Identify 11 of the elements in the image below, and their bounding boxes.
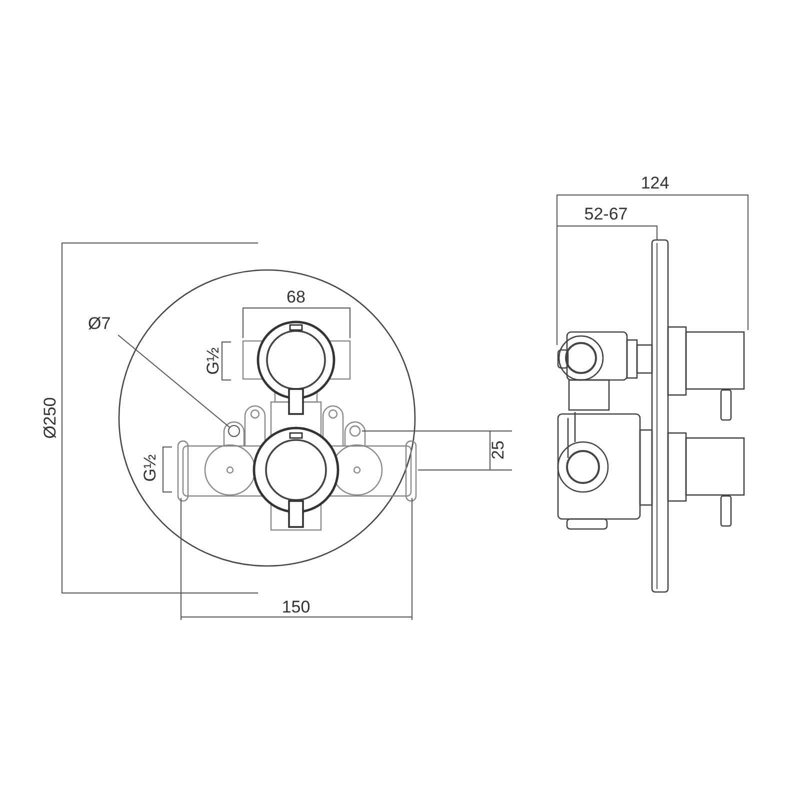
dimension-label: 124 — [640, 174, 670, 192]
dimension-label: G½ — [142, 454, 158, 482]
dimension-label: Ø250 — [42, 397, 58, 439]
dimension-label: 25 — [490, 440, 506, 460]
leader-line — [118, 334, 230, 428]
screw-hole — [228, 425, 240, 437]
dimension-label: G½ — [204, 347, 222, 375]
callout-label: Ø7 — [88, 315, 111, 332]
dimension-label: 52-67 — [584, 206, 628, 222]
dimension-label: 150 — [282, 598, 310, 616]
dimension-label: 68 — [286, 288, 306, 306]
